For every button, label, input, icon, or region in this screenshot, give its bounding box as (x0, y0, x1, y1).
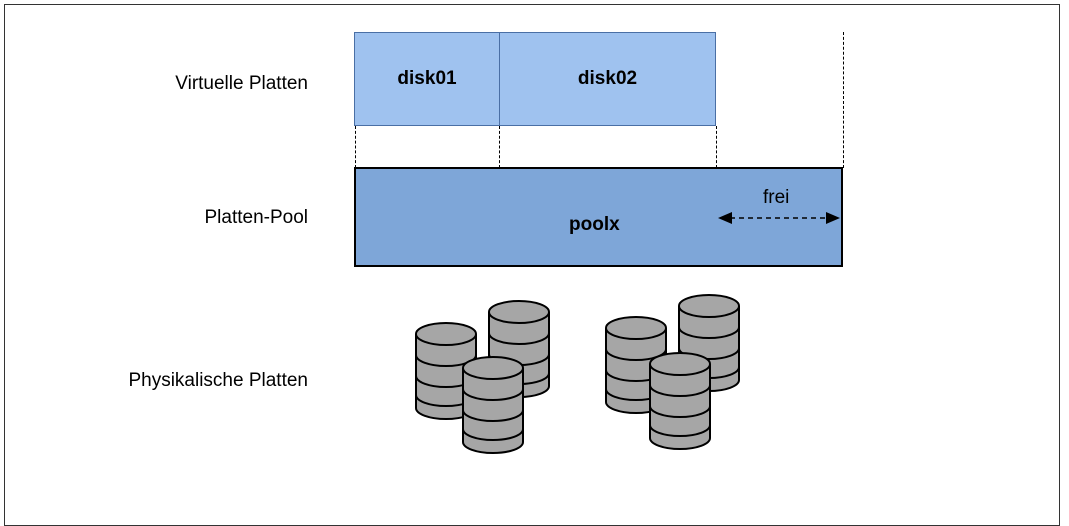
diagram-graphics (415, 212, 840, 454)
database-cylinder-icon (649, 352, 711, 450)
virtual-disk-disk02: disk02 (499, 32, 716, 126)
guide-line (843, 32, 844, 168)
double-headed-arrow-icon (718, 212, 840, 224)
virtual-disk-label: disk01 (397, 68, 457, 89)
database-cylinder-icon (462, 356, 524, 454)
virtual-disk-disk01: disk01 (354, 32, 500, 126)
guide-line (716, 126, 717, 168)
disk-pool (354, 167, 843, 267)
row-label-virtual-disks: Virtuelle Platten (175, 73, 308, 94)
virtual-disk-label: disk02 (577, 68, 638, 89)
row-label-disk-pool: Platten-Pool (204, 207, 308, 228)
pool-label: poolx (569, 214, 620, 235)
free-space-label: frei (763, 187, 790, 208)
guide-line (355, 126, 356, 168)
row-label-physical-disks: Physikalische Platten (128, 370, 308, 391)
guide-line (499, 126, 500, 168)
